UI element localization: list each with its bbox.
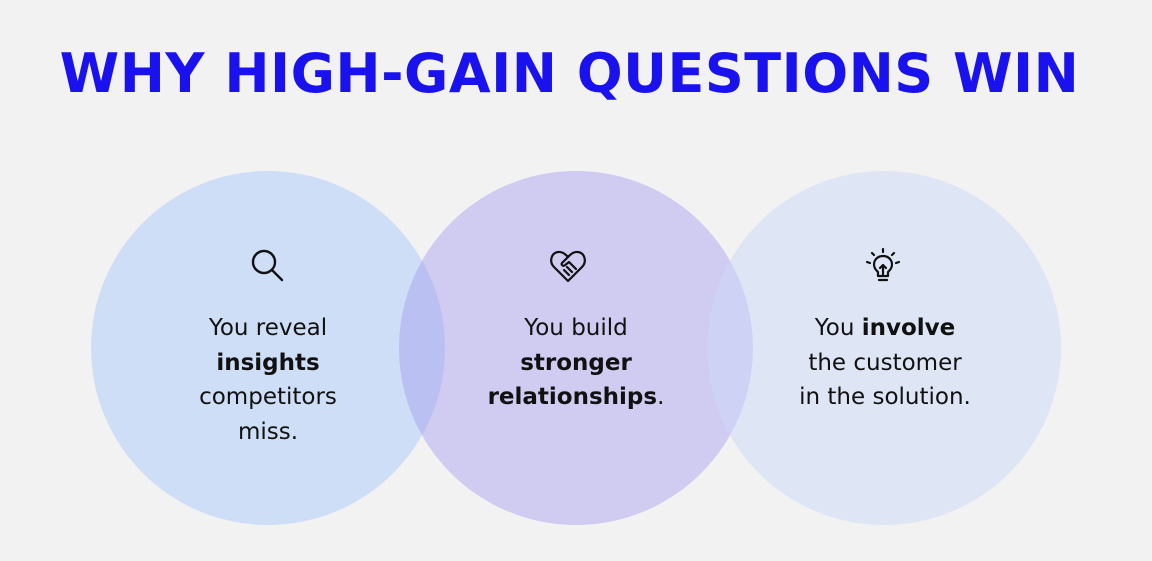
circle-relationships xyxy=(399,171,753,525)
circle-insights xyxy=(91,171,445,525)
text-line: the customer xyxy=(808,349,962,376)
circle-text-insights: You reveal insights competitors miss. xyxy=(148,311,388,449)
text-line-bold: relationships xyxy=(487,384,658,410)
circle-involve xyxy=(707,171,1061,525)
lightbulb-icon xyxy=(863,246,903,286)
text-line: You build xyxy=(524,315,628,341)
text-line: competitors xyxy=(199,384,337,410)
circle-text-involve: You involve the customer in the solution… xyxy=(765,311,1005,415)
circle-text-relationships: You build stronger relationships. xyxy=(456,311,696,415)
text-line: You reveal xyxy=(208,315,328,341)
text-line: in the solution. xyxy=(799,384,971,410)
text-line-suffix: . xyxy=(657,384,665,410)
page-title: WHY HIGH-GAIN QUESTIONS WIN xyxy=(59,42,1080,105)
heart-handshake-icon xyxy=(548,246,588,286)
text-line-bold: involve xyxy=(861,315,956,341)
text-line-prefix: You xyxy=(814,315,862,341)
text-line: miss. xyxy=(237,418,299,445)
search-icon xyxy=(247,246,287,286)
text-line-bold: insights xyxy=(216,349,320,376)
text-line-bold: stronger xyxy=(520,349,632,376)
